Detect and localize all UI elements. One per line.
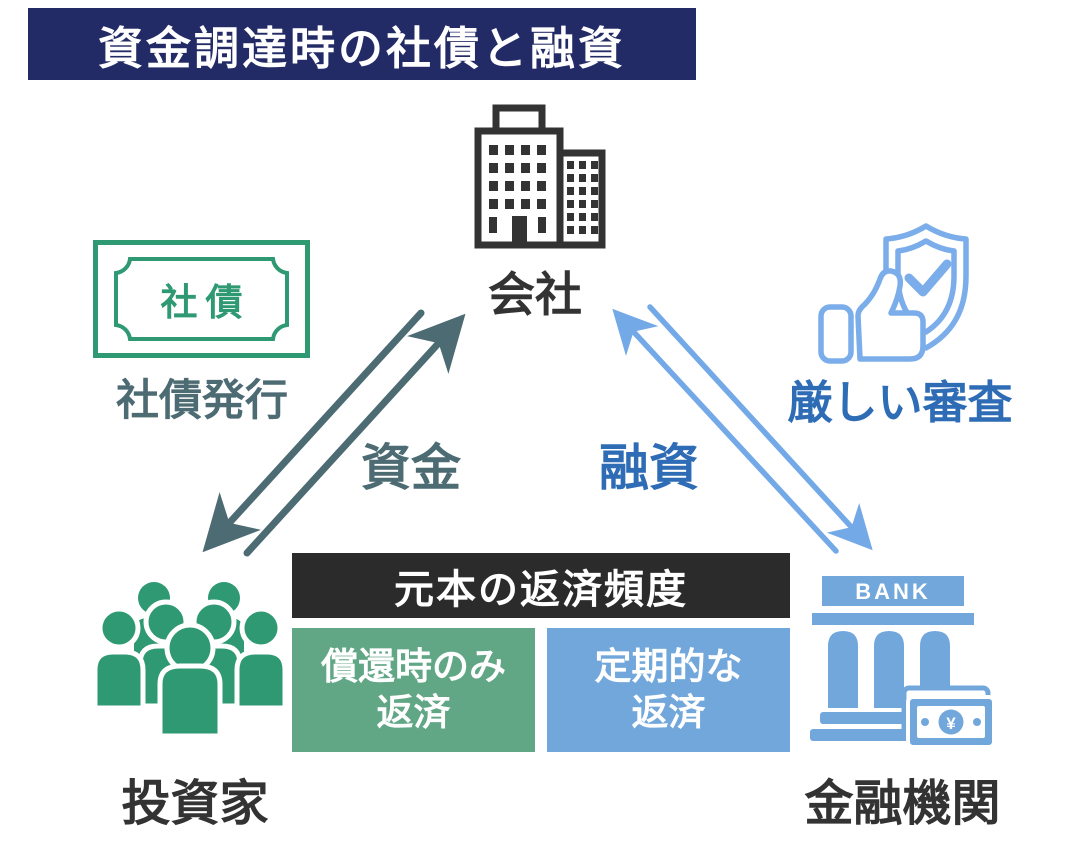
page-title: 資金調達時の社債と融資 [28, 8, 696, 80]
loan-label: 融資 [599, 440, 699, 496]
repayment-table-header: 元本の返済頻度 [292, 553, 790, 618]
page-title-text: 資金調達時の社債と融資 [97, 22, 626, 74]
repayment-header-text: 元本の返済頻度 [394, 567, 688, 612]
certificate-frame [114, 257, 289, 341]
thumbs-up-icon [855, 268, 926, 362]
investors-label: 投資家 [121, 777, 269, 831]
cuff-shape [818, 304, 854, 364]
bond-certificate-label: 社債 [160, 282, 251, 323]
investors-people-icon [92, 582, 288, 739]
repayment-cell-bond: 償還時のみ 返済 [292, 628, 535, 752]
bond-issue-label: 社債発行 [116, 377, 288, 425]
bond-repayment-line1: 償還時のみ [321, 645, 506, 687]
company-building-icon [474, 104, 606, 249]
banknote-icon: ¥ [901, 685, 996, 746]
yen-symbol: ¥ [946, 714, 956, 733]
bank-sign-label: BANK [855, 579, 931, 604]
repayment-cell-loan: 定期的な 返済 [547, 628, 790, 752]
loan-repayment-line1: 定期的な [594, 645, 743, 687]
company-label: 会社 [488, 268, 582, 321]
loan-arrow [612, 308, 839, 554]
screening-approval-icon [818, 223, 969, 364]
funds-label: 資金 [361, 440, 461, 496]
loan-repayment-arrow [647, 304, 873, 551]
bond-certificate: 社債 [93, 240, 310, 358]
bank-icon: BANK ¥ [810, 576, 996, 746]
screening-label: 厳しい審査 [787, 377, 1013, 428]
bank-label: 金融機関 [804, 777, 1001, 831]
check-icon [904, 259, 952, 297]
bond-issue-arrow [202, 309, 425, 553]
loan-repayment-line2: 返済 [631, 692, 706, 733]
funds-arrow [243, 313, 466, 557]
bond-repayment-line2: 返済 [376, 692, 451, 733]
